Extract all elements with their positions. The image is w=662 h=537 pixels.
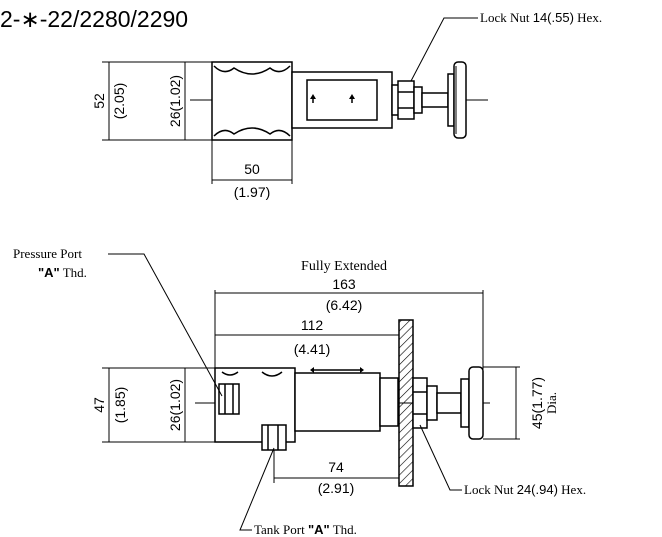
tank-port: [261, 424, 287, 451]
lock-nut: [397, 80, 415, 120]
title: 2-∗-22/2280/2290: [0, 6, 188, 32]
height-in-label: (2.05): [111, 83, 127, 120]
adjusting-knob-2: [468, 366, 484, 440]
port-spacing-mm-label: 74: [328, 459, 344, 475]
tank-port-leader: [239, 447, 275, 531]
adjusting-knob: [453, 61, 467, 139]
panel-in-label: (4.41): [294, 341, 331, 357]
adjusting-stem-2: [436, 392, 462, 414]
top-view: Lock Nut 14(.55) Hex. 52 (2.05) 26(1.02)…: [91, 10, 602, 200]
height-in-label-2: (1.85): [112, 387, 128, 424]
height-mm-label-2: 47: [91, 397, 107, 413]
valve-body: [211, 61, 293, 141]
bottom-view: Pressure Port "A" Thd. Fully Extended 16…: [13, 246, 586, 537]
lock-nut-leader: [410, 17, 478, 82]
center-dim-label-2: 26(1.02): [167, 379, 183, 431]
height-mm-label: 52: [91, 93, 107, 109]
pressure-port-thread-label: "A" Thd.: [38, 265, 87, 280]
panel-mm-label: 112: [301, 317, 324, 333]
mounting-panel: [398, 319, 414, 487]
center-dim-label: 26(1.02): [167, 75, 183, 127]
knob-dia-unit-label: Dia.: [544, 392, 559, 414]
sleeve-window: [306, 79, 378, 121]
lock-nut-callout: Lock Nut 14(.55) Hex.: [480, 10, 602, 25]
knob-dia-label: 45(1.77): [529, 377, 545, 429]
fully-extended-label: Fully Extended: [301, 259, 387, 274]
tank-port-label: Tank Port "A" Thd.: [254, 522, 357, 537]
overall-mm-label: 163: [332, 276, 356, 292]
port-spacing-in-label: (2.91): [318, 480, 355, 496]
adjusting-stem: [421, 92, 449, 108]
pressure-port: [218, 383, 240, 415]
width-mm-label: 50: [244, 161, 260, 177]
width-in-label: (1.97): [234, 184, 271, 200]
lock-nut-callout-2: Lock Nut 24(.94) Hex.: [464, 482, 586, 497]
lock-nut-2: [412, 377, 428, 429]
overall-in-label: (6.42): [326, 297, 363, 313]
pressure-port-label: Pressure Port: [13, 246, 82, 261]
pressure-port-leader: [108, 253, 223, 397]
lock-nut-leader-2: [419, 424, 462, 491]
valve-sleeve-2: [294, 372, 381, 432]
